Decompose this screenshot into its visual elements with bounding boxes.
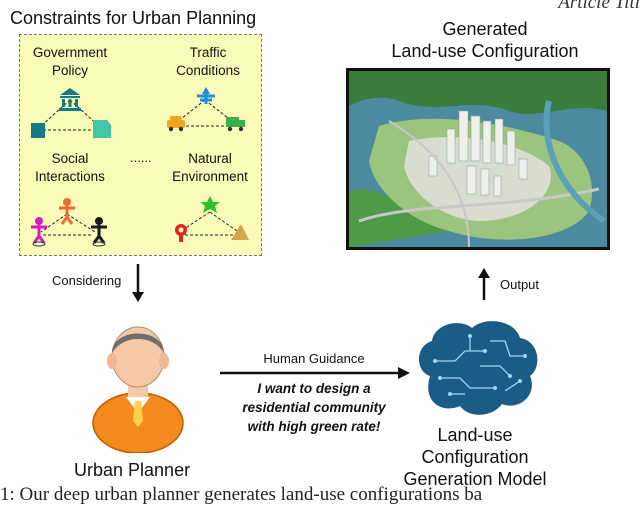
traffic-group (167, 87, 245, 132)
city-render (349, 71, 607, 247)
brain-icon (418, 321, 538, 415)
guidance-quote: I want to design a residential community… (242, 381, 386, 434)
ellipsis: ...... (130, 150, 152, 165)
guidance-arrow (220, 367, 410, 379)
government-group (31, 88, 111, 138)
social-group (31, 198, 107, 247)
human-guidance-label: Human Guidance (263, 351, 365, 366)
constraints-title: Constraints for Urban Planning (10, 8, 257, 28)
person-orange-icon (59, 198, 75, 225)
building-icon (31, 123, 45, 138)
car-icon (167, 116, 185, 132)
person-magenta-icon (31, 217, 47, 247)
considering-arrow (132, 264, 144, 302)
considering-label: Considering (52, 273, 122, 288)
model-label: Land-use Configuration Generation Model (403, 425, 547, 489)
airplane-icon (197, 87, 215, 104)
flower-icon (175, 224, 187, 242)
truck-icon (226, 117, 245, 132)
output-label: Output (500, 277, 540, 292)
natural-group (175, 196, 249, 242)
mountain-icon (231, 224, 249, 240)
document-icon (93, 120, 111, 138)
land-use-configuration-image (346, 68, 610, 250)
person-black-icon (91, 217, 107, 247)
constraint-icons (31, 87, 249, 247)
output-arrow (478, 268, 490, 300)
urban-planner-icon (92, 326, 184, 453)
bank-icon (59, 88, 81, 111)
figure-caption: 1: Our deep urban planner generates land… (0, 484, 483, 505)
urban-planner-label: Urban Planner (74, 460, 191, 480)
article-title-fragment: Article Titl (558, 0, 640, 13)
constraints-box (19, 34, 262, 256)
star-icon (200, 196, 220, 213)
